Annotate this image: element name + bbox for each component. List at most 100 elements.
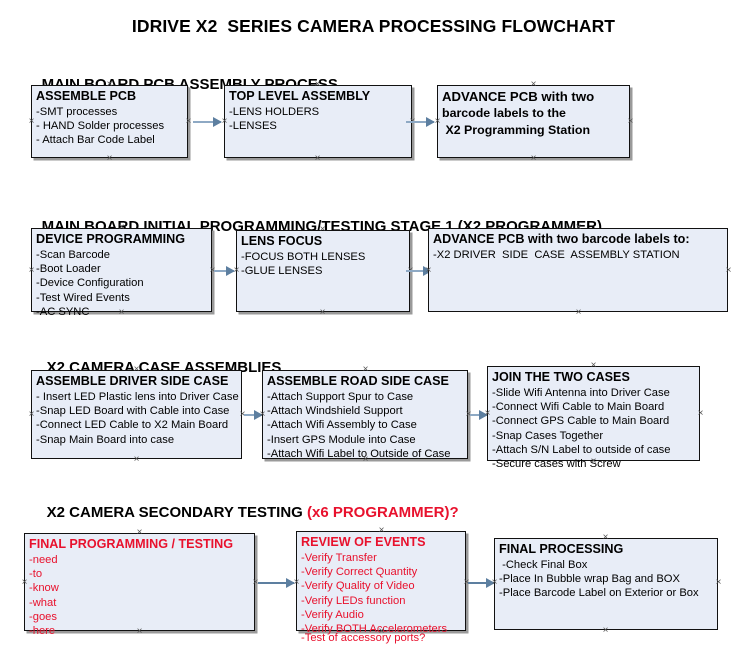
selection-handle-left[interactable] xyxy=(483,409,492,418)
box-line: barcode labels to the xyxy=(442,106,566,120)
selection-handle-left[interactable] xyxy=(232,266,241,275)
selection-handle-left[interactable] xyxy=(27,117,36,126)
box-line: -Verify LEDs function xyxy=(301,594,406,607)
selection-handle-bottom[interactable] xyxy=(135,627,144,636)
box-line: -Test Wired Events xyxy=(36,291,130,304)
box-line: -goes xyxy=(29,610,57,623)
box-line: -to xyxy=(29,568,43,581)
flow-box-lens-focus[interactable]: LENS FOCUS -FOCUS BOTH LENSES -GLUE LENS… xyxy=(236,230,410,312)
selection-handle-top[interactable] xyxy=(105,80,114,89)
selection-handle-top[interactable] xyxy=(377,526,386,535)
box-line: -Boot Loader xyxy=(36,263,101,276)
section-heading-accent: (x6 PROGRAMMER)? xyxy=(306,504,459,521)
selection-handle-top[interactable] xyxy=(601,533,610,542)
selection-handle-bottom[interactable] xyxy=(529,154,538,163)
selection-handle-bottom[interactable] xyxy=(361,455,370,464)
box-line: -SMT processes xyxy=(36,106,118,118)
selection-handle-left[interactable] xyxy=(27,410,36,419)
box-title: JOIN THE TWO CASES xyxy=(492,370,630,384)
flow-box-top-level-assembly[interactable]: TOP LEVEL ASSEMBLY -LENS HOLDERS -LENSES xyxy=(224,85,412,158)
selection-handle-top[interactable] xyxy=(117,223,126,232)
box-line: -Attach Support Spur to Case xyxy=(267,391,414,403)
arrow-assemble-pcb-to-top-level xyxy=(193,117,222,127)
box-line: -AC SYNC xyxy=(36,305,90,318)
section-heading-text: X2 CAMERA SECONDARY TESTING xyxy=(46,504,307,521)
box-line: -need xyxy=(29,554,58,566)
box-overflow-line: -Test of accessory ports? xyxy=(301,631,426,644)
selection-handle-bottom[interactable] xyxy=(132,455,141,464)
flow-box-assemble-road-side-case[interactable]: ASSEMBLE ROAD SIDE CASE -Attach Support … xyxy=(262,370,468,460)
box-line: -Verify Quality of Video xyxy=(301,580,415,593)
box-line: -FOCUS BOTH LENSES xyxy=(241,251,366,263)
selection-handle-top[interactable] xyxy=(589,361,598,370)
box-line: -LENSES xyxy=(229,120,277,133)
selection-handle-top[interactable] xyxy=(318,225,327,234)
box-line: X2 Programming Station xyxy=(442,123,591,137)
selection-handle-bottom[interactable] xyxy=(117,308,126,317)
box-title: ADVANCE PCB with two xyxy=(442,89,595,104)
selection-handle-left[interactable] xyxy=(424,266,433,275)
box-line: -Connect LED Cable to X2 Main Board xyxy=(36,419,229,432)
arrow-top-level-to-advance-pcb xyxy=(406,117,435,127)
box-line: -Snap LED Board with Cable into Case xyxy=(36,405,230,418)
selection-handle-left[interactable] xyxy=(220,117,229,126)
box-line: -X2 DRIVER SIDE CASE ASSEMBLY STATION xyxy=(433,249,680,261)
selection-handle-bottom[interactable] xyxy=(313,154,322,163)
selection-handle-bottom[interactable] xyxy=(574,308,583,317)
box-line: -Snap Cases Together xyxy=(492,429,604,442)
flow-box-assemble-driver-side-case[interactable]: ASSEMBLE DRIVER SIDE CASE - Insert LED P… xyxy=(31,370,242,459)
flow-box-advance-pcb-driver-side[interactable]: ADVANCE PCB with two barcode labels to: … xyxy=(428,228,728,312)
flow-box-join-the-two-cases[interactable]: JOIN THE TWO CASES -Slide Wifi Antenna i… xyxy=(487,366,700,470)
flow-box-review-of-events[interactable]: REVIEW OF EVENTS -Verify Transfer -Verif… xyxy=(296,531,466,644)
flow-box-device-programming[interactable]: DEVICE PROGRAMMING -Scan Barcode -Boot L… xyxy=(31,228,212,318)
selection-handle-top[interactable] xyxy=(529,80,538,89)
selection-handle-right[interactable] xyxy=(724,266,733,275)
box-line: -Verify Audio xyxy=(301,608,364,621)
box-line: -Attach Wifi Assembly to Case xyxy=(267,419,417,432)
selection-handle-bottom[interactable] xyxy=(601,626,610,635)
selection-handle-bottom[interactable] xyxy=(105,154,114,163)
box-line: -Insert GPS Module into Case xyxy=(267,433,416,446)
box-title: TOP LEVEL ASSEMBLY xyxy=(229,89,371,103)
arrow-final-programming-to-review-events xyxy=(258,578,295,588)
box-title: DEVICE PROGRAMMING xyxy=(36,232,186,246)
selection-handle-bottom[interactable] xyxy=(318,308,327,317)
box-line: -Attach Windshield Support xyxy=(267,405,403,418)
box-line: -Check Final Box xyxy=(499,559,588,571)
box-line: -here xyxy=(29,625,56,638)
selection-handle-left[interactable] xyxy=(292,578,301,587)
box-line: -Connect Wifi Cable to Main Board xyxy=(492,401,665,414)
arrow-device-programming-to-lens-focus xyxy=(214,266,235,276)
selection-handle-left[interactable] xyxy=(433,117,442,126)
flow-box-assemble-pcb[interactable]: ASSEMBLE PCB -SMT processes - HAND Solde… xyxy=(31,85,188,158)
box-title: LENS FOCUS xyxy=(241,234,323,248)
selection-handle-left[interactable] xyxy=(490,578,499,587)
selection-handle-bottom[interactable] xyxy=(377,627,386,636)
box-title: REVIEW OF EVENTS xyxy=(301,535,426,549)
selection-handle-right[interactable] xyxy=(696,409,705,418)
selection-handle-top[interactable] xyxy=(361,365,370,374)
selection-handle-top[interactable] xyxy=(135,528,144,537)
box-line: -what xyxy=(29,596,57,609)
selection-handle-right[interactable] xyxy=(184,117,193,126)
selection-handle-left[interactable] xyxy=(27,266,36,275)
selection-handle-right[interactable] xyxy=(626,117,635,126)
box-line: -Connect GPS Cable to Main Board xyxy=(492,415,670,428)
selection-handle-top[interactable] xyxy=(574,223,583,232)
flow-box-final-processing[interactable]: FINAL PROCESSING -Check Final Box -Place… xyxy=(494,538,718,630)
box-title: ASSEMBLE PCB xyxy=(36,89,137,103)
flow-box-final-programming-testing[interactable]: FINAL PROGRAMMING / TESTING -need -to -k… xyxy=(24,533,255,637)
selection-handle-left[interactable] xyxy=(20,578,29,587)
selection-handle-left[interactable] xyxy=(258,410,267,419)
box-title: ASSEMBLE DRIVER SIDE CASE xyxy=(36,374,229,388)
selection-handle-bottom[interactable] xyxy=(589,457,598,466)
selection-handle-top[interactable] xyxy=(313,80,322,89)
box-line: -Device Configuration xyxy=(36,277,144,290)
page-title: IDRIVE X2 SERIES CAMERA PROCESSING FLOWC… xyxy=(131,16,616,36)
box-title: FINAL PROCESSING xyxy=(499,542,624,556)
selection-handle-right[interactable] xyxy=(714,578,723,587)
box-line: -know xyxy=(29,582,59,595)
flow-box-advance-pcb-programming-station[interactable]: ADVANCE PCB with two barcode labels to t… xyxy=(437,85,630,158)
selection-handle-top[interactable] xyxy=(132,365,141,374)
